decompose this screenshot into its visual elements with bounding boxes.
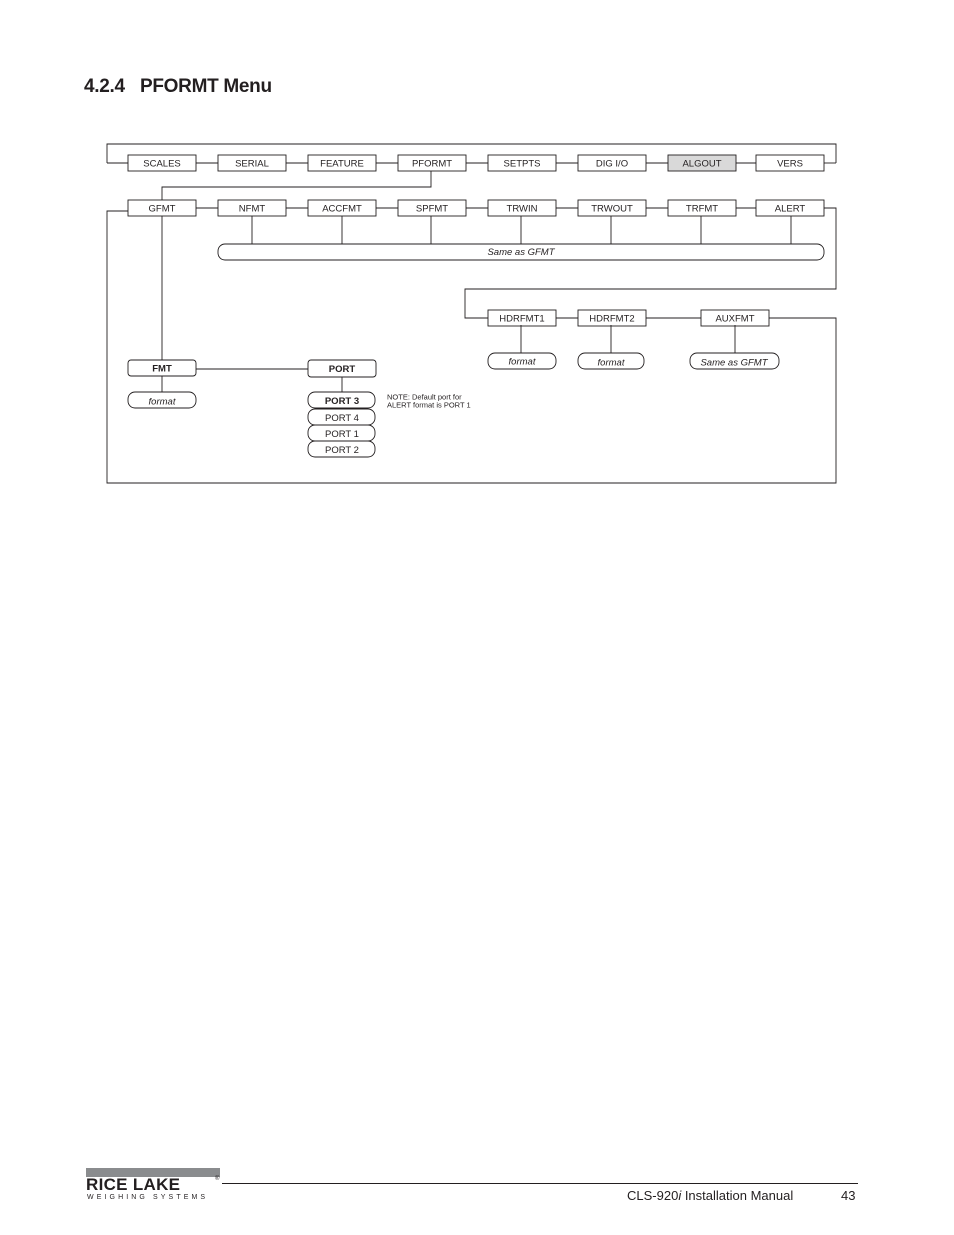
port-option-port-2[interactable] bbox=[307, 440, 376, 458]
menu-label-auxfmt: AUXFMT bbox=[715, 314, 754, 325]
menu-item-trfmt[interactable] bbox=[667, 199, 737, 217]
menu-item-nfmt[interactable] bbox=[217, 199, 287, 217]
menu-label-trfmt: TRFMT bbox=[686, 204, 718, 215]
menu-label-gfmt: GFMT bbox=[149, 204, 176, 215]
menu-label-feature: FEATURE bbox=[320, 159, 364, 170]
menu-item-serial[interactable] bbox=[217, 154, 287, 172]
rice-lake-logo: RICE LAKE ® WEIGHING SYSTEMS bbox=[86, 1168, 222, 1206]
menu-item-gfmt[interactable] bbox=[127, 199, 197, 217]
menu-item-feature[interactable] bbox=[307, 154, 377, 172]
menu-label-serial: SERIAL bbox=[235, 159, 269, 170]
menu-label-accfmt: ACCFMT bbox=[322, 204, 362, 215]
menu-label-algout: ALGOUT bbox=[682, 159, 721, 170]
hdrfmt2-format-value[interactable] bbox=[577, 352, 645, 370]
hdrfmt1-format-value[interactable] bbox=[487, 352, 557, 370]
port-option-label-port-1: PORT 1 bbox=[325, 429, 359, 440]
menu-label-trwout: TRWOUT bbox=[591, 204, 633, 215]
section-number: 4.2.4 bbox=[84, 76, 125, 97]
manual-title-model: CLS-920 bbox=[627, 1188, 679, 1203]
menu-item-port[interactable] bbox=[307, 359, 377, 378]
section-heading: 4.2.4 PFORMT Menu bbox=[84, 76, 272, 98]
manual-title-rest: Installation Manual bbox=[681, 1188, 794, 1203]
menu-label-nfmt: NFMT bbox=[239, 204, 266, 215]
menu-label-fmt: FMT bbox=[152, 364, 172, 375]
menu-item-dig-io[interactable] bbox=[577, 154, 647, 172]
auxfmt-value[interactable] bbox=[689, 352, 780, 370]
menu-item-hdrfmt2[interactable] bbox=[577, 309, 647, 327]
menu-item-trwin[interactable] bbox=[487, 199, 557, 217]
menu-item-spfmt[interactable] bbox=[397, 199, 467, 217]
manual-title: CLS-920i Installation Manual bbox=[627, 1188, 793, 1203]
auxfmt-value-label: Same as GFMT bbox=[700, 358, 768, 369]
note-line-1: NOTE: Default port for bbox=[387, 393, 462, 402]
port-option-label-port-3: PORT 3 bbox=[325, 396, 359, 407]
menu-item-auxfmt[interactable] bbox=[700, 309, 770, 327]
logo-sub-text: WEIGHING SYSTEMS bbox=[87, 1194, 209, 1201]
section-title: PFORMT Menu bbox=[140, 76, 272, 97]
fmt-format-label: format bbox=[149, 397, 176, 408]
hdrfmt1-format-label: format bbox=[509, 357, 536, 368]
menu-label-alert: ALERT bbox=[775, 204, 806, 215]
menu-label-hdrfmt1: HDRFMT1 bbox=[499, 314, 544, 325]
menu-item-pformt[interactable] bbox=[397, 154, 467, 172]
menu-label-pformt: PFORMT bbox=[412, 159, 452, 170]
port-option-label-port-2: PORT 2 bbox=[325, 445, 359, 456]
menu-item-trwout[interactable] bbox=[577, 199, 647, 217]
manual-title-suffix: i bbox=[678, 1188, 682, 1203]
menu-label-hdrfmt2: HDRFMT2 bbox=[589, 314, 634, 325]
menu-item-alert[interactable] bbox=[755, 199, 825, 217]
port-option-label-port-4: PORT 4 bbox=[325, 413, 359, 424]
menu-item-scales[interactable] bbox=[127, 154, 197, 172]
menu-label-spfmt: SPFMT bbox=[416, 204, 448, 215]
footer-rule bbox=[222, 1183, 858, 1184]
hdrfmt2-format-label: format bbox=[598, 358, 625, 369]
same-as-gfmt-label: Same as GFMT bbox=[487, 247, 555, 258]
menu-item-accfmt[interactable] bbox=[307, 199, 377, 217]
port-option-port-3[interactable] bbox=[307, 391, 376, 409]
same-as-gfmt-bar bbox=[217, 243, 825, 261]
menu-label-setpts: SETPTS bbox=[504, 159, 541, 170]
menu-item-hdrfmt1[interactable] bbox=[487, 309, 557, 327]
menu-label-port: PORT bbox=[329, 364, 356, 375]
menu-label-trwin: TRWIN bbox=[507, 204, 538, 215]
registered-mark-icon: ® bbox=[215, 1176, 220, 1182]
menu-label-scales: SCALES bbox=[143, 159, 181, 170]
note-line-2: ALERT format is PORT 1 bbox=[387, 401, 471, 410]
page-number: 43 bbox=[841, 1188, 856, 1203]
menu-item-fmt[interactable] bbox=[127, 359, 197, 377]
pformt-menu-diagram: SCALES SERIAL FEATURE PFORMT SETPTS DIG … bbox=[106, 143, 837, 484]
logo-bar bbox=[86, 1168, 220, 1177]
menu-item-setpts[interactable] bbox=[487, 154, 557, 172]
menu-item-algout[interactable] bbox=[667, 154, 737, 172]
menu-label-vers: VERS bbox=[777, 159, 803, 170]
fmt-format-value[interactable] bbox=[127, 391, 197, 409]
menu-item-vers[interactable] bbox=[755, 154, 825, 172]
menu-label-dig-io: DIG I/O bbox=[596, 159, 628, 170]
logo-main-text: RICE LAKE bbox=[86, 1175, 181, 1194]
